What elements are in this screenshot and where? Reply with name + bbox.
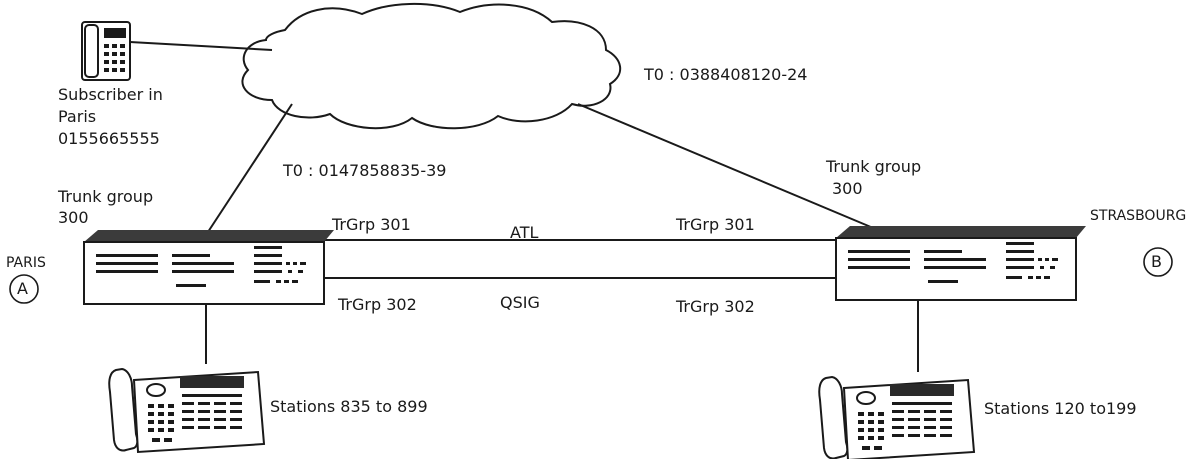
paris-stations-label: Stations 835 to 899 [270,397,428,416]
paris-trunk-group-number: 300 [58,208,89,227]
qsig-link-label: QSIG [500,293,540,312]
strasbourg-stations-label: Stations 120 to199 [984,399,1137,418]
node-a-marker [9,274,39,304]
strasbourg-pbx [835,225,1087,301]
cloud-to-paris-line [205,103,293,236]
t0-paris-label: T0 : 0147858835-39 [283,161,447,180]
paris-pbx [83,229,335,305]
subscriber-label-line1: Subscriber in [58,85,163,104]
subscriber-to-cloud-line [129,41,273,51]
paris-trgrp-atl-label: TrGrp 301 [332,215,411,234]
t0-strasbourg-label: T0 : 0388408120-24 [644,65,808,84]
subscriber-phone-icon [81,21,131,81]
paris-trgrp-qsig-label: TrGrp 302 [338,295,417,314]
paris-site-label: PARIS [6,255,46,271]
paris-station-phone-icon [108,368,265,453]
strasbourg-trunk-group-label: Trunk group [826,157,922,176]
subscriber-number: 0155665555 [58,129,160,148]
subscriber-label-line2: Paris [58,107,97,126]
strasbourg-trgrp-atl-label: TrGrp 301 [676,215,755,234]
paris-trunk-group-label: Trunk group [58,187,154,206]
strasbourg-trgrp-qsig-label: TrGrp 302 [676,297,755,316]
strasbourg-trunk-group-number: 300 [832,179,863,198]
strasbourg-station-phone-icon [818,376,975,459]
cloud-to-strasbourg-line [577,103,879,231]
node-a-letter: A [17,279,28,298]
strasbourg-site-label: STRASBOURG [1090,208,1187,224]
node-b-marker [1143,247,1173,277]
atl-link-label: ATL [510,223,539,242]
node-b-letter: B [1151,252,1162,271]
public-network-cloud [241,2,621,130]
